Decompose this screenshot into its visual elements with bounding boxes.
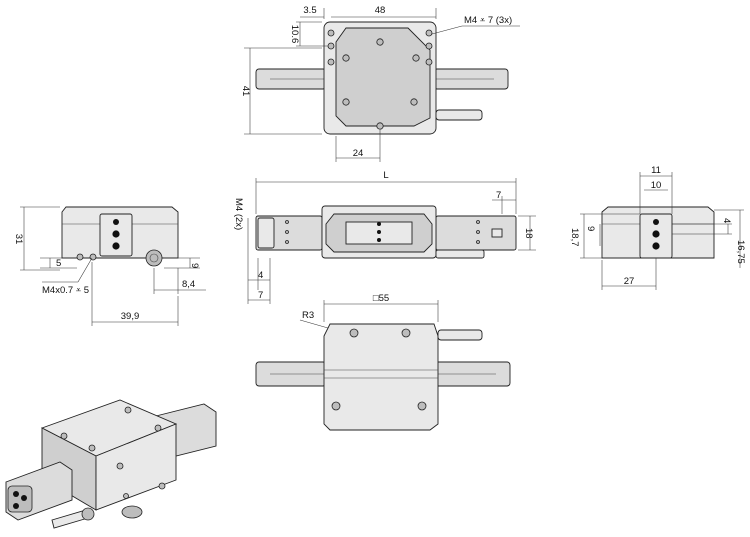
dim-18: 18 bbox=[523, 228, 534, 239]
dim-4: 4 bbox=[258, 270, 263, 281]
dim-10: 10 bbox=[651, 180, 662, 191]
dim-48: 48 bbox=[375, 5, 386, 16]
left-side-view: 31 5 9 8,4 M4x0.7 ⩡ 5 39,9 bbox=[13, 206, 206, 326]
dim-7-top: 7 bbox=[496, 190, 501, 201]
dim-27: 27 bbox=[624, 276, 635, 287]
dim-10-6: 10.6 bbox=[289, 25, 300, 44]
top-view: 3.5 48 10.6 41 24 M4 ⩡ 7 (3x) bbox=[240, 5, 520, 162]
dim-18-7: 18,7 bbox=[569, 228, 580, 247]
dim-11: 11 bbox=[651, 165, 661, 176]
right-side-view: 11 10 9 18,7 4 16,75 27 bbox=[569, 165, 746, 290]
dim-24: 24 bbox=[353, 148, 364, 159]
dim-39-9: 39,9 bbox=[121, 311, 140, 322]
front-view: L M4 (2x) 7 18 4 7 bbox=[233, 170, 536, 304]
thread-label-left: M4x0.7 ⩡ 5 bbox=[42, 285, 89, 296]
isometric-view bbox=[5, 399, 217, 529]
dim-7-bottom: 7 bbox=[258, 290, 263, 301]
dim-4-right: 4 bbox=[721, 218, 732, 223]
dim-L: L bbox=[383, 170, 388, 181]
dim-R3: R3 bbox=[302, 310, 314, 321]
dim-8-4: 8,4 bbox=[182, 279, 195, 290]
dim-55: □55 bbox=[373, 293, 389, 304]
dim-3-5: 3.5 bbox=[303, 5, 316, 16]
dim-41: 41 bbox=[240, 86, 251, 97]
dim-16-75: 16,75 bbox=[735, 240, 746, 264]
dim-9-right: 9 bbox=[585, 226, 596, 231]
thread-label-top: M4 ⩡ 7 (3x) bbox=[464, 15, 512, 26]
dim-31: 31 bbox=[13, 234, 24, 245]
bottom-view: □55 R3 bbox=[255, 293, 511, 431]
dim-9: 9 bbox=[189, 263, 200, 268]
dim-5: 5 bbox=[56, 258, 61, 269]
thread-label-front: M4 (2x) bbox=[233, 198, 244, 230]
